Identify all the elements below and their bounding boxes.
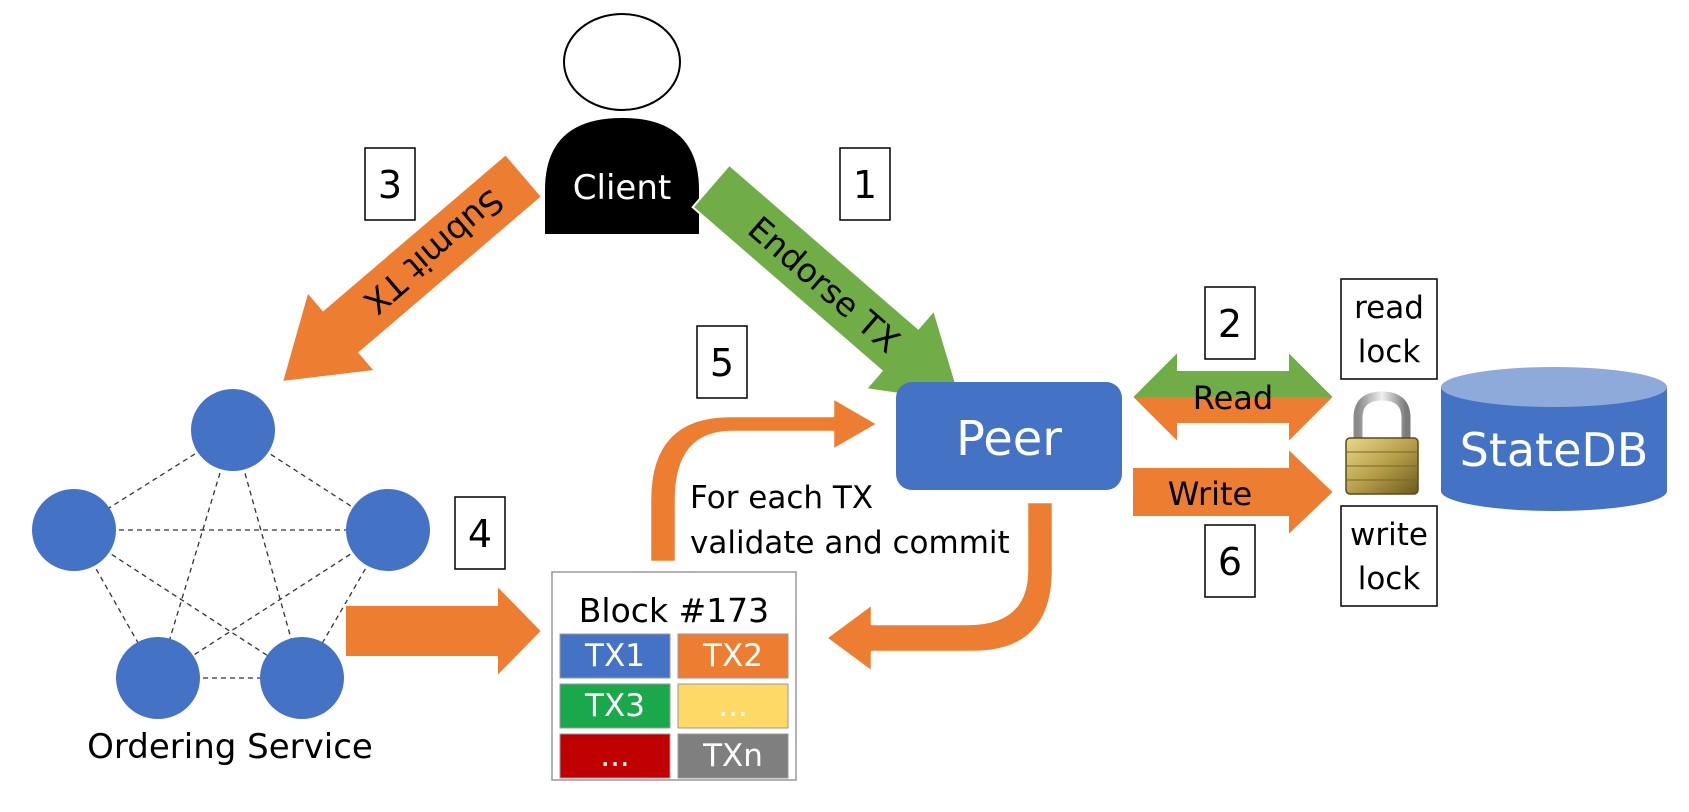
orderer-node bbox=[260, 637, 344, 719]
write-lock-line2: lock bbox=[1358, 561, 1421, 597]
step-number-3: 3 bbox=[378, 163, 402, 207]
read-arrow: Read bbox=[1130, 348, 1336, 446]
read-lock-label-box: read lock bbox=[1340, 278, 1438, 380]
step-box-5: 5 bbox=[696, 325, 748, 399]
step-number-1: 1 bbox=[853, 163, 877, 207]
block-tx-label: TX3 bbox=[584, 688, 645, 724]
deliver-block-arrow bbox=[344, 582, 544, 680]
client-label: Client bbox=[573, 168, 671, 208]
read-lock-line2: lock bbox=[1358, 334, 1421, 370]
step-number-2: 2 bbox=[1218, 302, 1242, 346]
padlock-icon bbox=[1345, 391, 1419, 495]
validate-text-line1: For each TX bbox=[690, 480, 873, 516]
block-tx-label: ... bbox=[600, 738, 630, 774]
block-tx-cell: ... bbox=[677, 683, 789, 729]
write-label: Write bbox=[1168, 475, 1252, 513]
orderer-node bbox=[346, 489, 430, 571]
read-lock-line1: read bbox=[1354, 290, 1424, 326]
block-tx-cell: TX1 bbox=[559, 633, 671, 679]
statedb-cylinder: StateDB bbox=[1441, 367, 1667, 511]
validate-text-line2: validate and commit bbox=[690, 525, 1010, 561]
read-label: Read bbox=[1193, 379, 1273, 417]
ordering-service-network: Ordering Service bbox=[32, 389, 430, 767]
validate-loop-arrow bbox=[648, 396, 880, 564]
ordering-service-label: Ordering Service bbox=[87, 727, 373, 767]
step-number-5: 5 bbox=[710, 341, 734, 385]
block-tx-cell: ... bbox=[559, 733, 671, 779]
step-box-2: 2 bbox=[1204, 286, 1256, 360]
block-tx-label: TXn bbox=[702, 738, 763, 774]
step-box-3: 3 bbox=[364, 147, 416, 221]
step-box-6: 6 bbox=[1204, 524, 1256, 598]
write-lock-label-box: write lock bbox=[1340, 505, 1438, 607]
orderer-node bbox=[116, 637, 200, 719]
client-head bbox=[563, 13, 681, 111]
return-to-block-arrow bbox=[824, 500, 1055, 674]
block-tx-cell: TX3 bbox=[559, 683, 671, 729]
block-tx-cell: TX2 bbox=[677, 633, 789, 679]
step-box-4: 4 bbox=[454, 496, 506, 570]
block-tx-cell: TXn bbox=[677, 733, 789, 779]
step-number-6: 6 bbox=[1218, 540, 1242, 584]
step-number-4: 4 bbox=[468, 512, 492, 556]
client-body bbox=[545, 118, 699, 234]
orderer-node bbox=[191, 389, 275, 471]
peer-label: Peer bbox=[956, 411, 1062, 467]
step-box-1: 1 bbox=[839, 147, 891, 221]
peer-node: Peer bbox=[896, 382, 1122, 490]
client-actor: Client bbox=[545, 13, 699, 234]
block-tx-label: TX2 bbox=[702, 638, 763, 674]
write-arrow: Write bbox=[1131, 445, 1336, 539]
endorse-tx-label: Endorse TX bbox=[741, 209, 908, 361]
write-lock-line1: write bbox=[1350, 517, 1428, 553]
block-tx-label: ... bbox=[718, 688, 748, 724]
statedb-label: StateDB bbox=[1460, 423, 1649, 477]
block-title: Block #173 bbox=[579, 591, 769, 630]
orderer-node bbox=[32, 489, 116, 571]
block-tx-label: TX1 bbox=[584, 638, 645, 674]
